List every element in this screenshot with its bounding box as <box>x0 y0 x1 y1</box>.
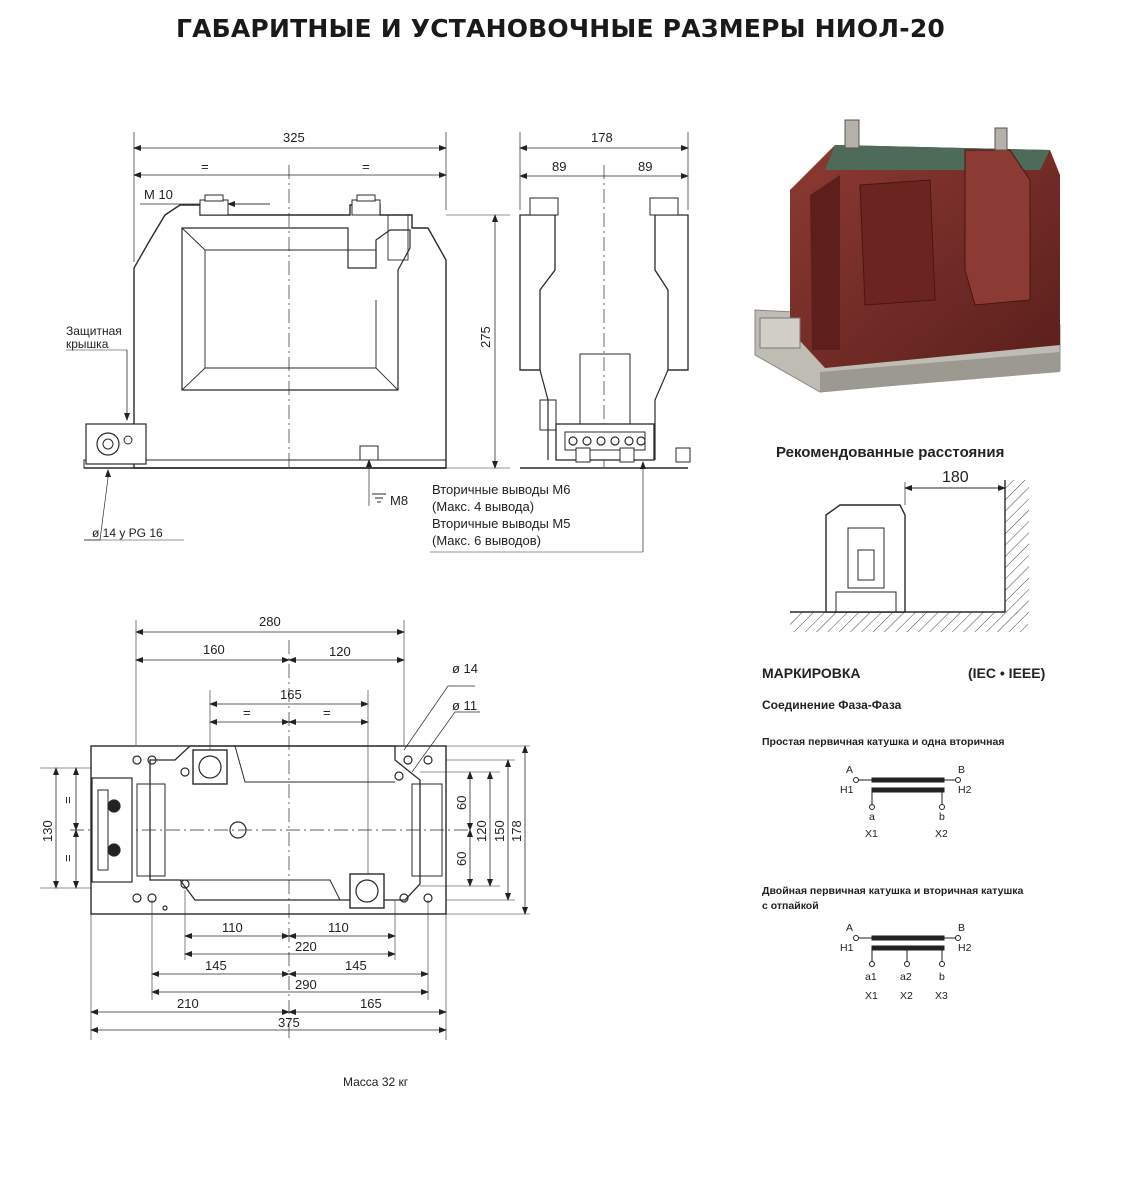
dim-60-bottom: 60 <box>454 852 469 866</box>
d2-X1: X1 <box>865 990 878 1002</box>
dim-eq-plan-right: = <box>323 705 331 720</box>
diagram2-title-1: Двойная первичная катушка и вторичная ка… <box>762 885 1023 897</box>
dim-275: 275 <box>478 326 493 348</box>
dim-375: 375 <box>278 1015 300 1030</box>
dim-89-left: 89 <box>552 159 566 174</box>
dim-120-top: 120 <box>329 644 351 659</box>
label-m10: M 10 <box>144 187 173 202</box>
diagram1-title: Простая первичная катушка и одна вторичн… <box>762 736 1004 748</box>
dim-130: 130 <box>40 820 55 842</box>
dim-145-left: 145 <box>205 958 227 973</box>
label-secondary-m6: Вторичные выводы М6 <box>432 482 570 497</box>
marking-diagram-2-labels: A B H1 H2 a1 a2 b X1 X2 X3 <box>840 922 972 1002</box>
d1-B: B <box>958 764 965 776</box>
d2-a1: a1 <box>865 971 877 983</box>
front-view-labels: 325 = = M 10 Защитная крышка M8 ø 14 y P… <box>66 130 493 540</box>
d1-A: A <box>846 764 853 776</box>
label-m8: M8 <box>390 493 408 508</box>
label-secondary-m5: Вторичные выводы М5 <box>432 516 570 531</box>
marking-standards: (IEC • IEEE) <box>968 665 1045 681</box>
dim-165-bottom: 165 <box>360 996 382 1011</box>
label-hole-11: ø 11 <box>452 698 477 713</box>
dim-110-right: 110 <box>328 920 349 935</box>
side-view-labels: 178 89 89 Вторичные выводы М6 (Макс. 4 в… <box>432 130 652 548</box>
dim-165-top: 165 <box>280 687 302 702</box>
dim-eq-left-bottom: = <box>60 854 75 862</box>
dim-110-left: 110 <box>222 920 243 935</box>
d2-H1: H1 <box>840 942 854 954</box>
dim-210: 210 <box>177 996 199 1011</box>
dim-180: 180 <box>942 469 969 486</box>
dim-eq-right: = <box>362 159 370 174</box>
d2-B: B <box>958 922 965 934</box>
d2-H2: H2 <box>958 942 972 954</box>
d2-a2: a2 <box>900 971 912 983</box>
d1-a: a <box>869 811 875 823</box>
marking-diagram-1 <box>853 777 961 810</box>
d2-X2: X2 <box>900 990 913 1002</box>
dim-325: 325 <box>283 130 305 145</box>
label-secondary-m5-note: (Макс. 6 выводов) <box>432 533 541 548</box>
page-title: ГАБАРИТНЫЕ И УСТАНОВОЧНЫЕ РАЗМЕРЫ НИОЛ-2… <box>175 14 946 43</box>
recommended-distance <box>790 480 1029 632</box>
dim-120-right: 120 <box>474 820 489 842</box>
marking-heading: МАРКИРОВКА <box>762 665 861 681</box>
plan-view-labels: 280 160 120 165 = = ø 14 ø 11 130 = = 60… <box>40 614 524 1089</box>
marking-diagram-1-labels: A B H1 H2 a b X1 X2 <box>840 764 972 840</box>
front-view <box>66 132 510 541</box>
label-hole-14: ø 14 <box>452 661 478 676</box>
plan-view <box>40 620 530 1040</box>
dim-60-top: 60 <box>454 796 469 810</box>
transformer-photo <box>754 119 1061 393</box>
dim-150: 150 <box>492 820 507 842</box>
dim-178-right: 178 <box>509 820 524 842</box>
side-view <box>430 132 691 553</box>
dim-220: 220 <box>295 939 317 954</box>
label-cover-2: крышка <box>66 337 109 351</box>
d1-b: b <box>939 811 945 823</box>
d1-H2: H2 <box>958 784 972 796</box>
recommended-heading: Рекомендованные расстояния <box>776 444 1004 461</box>
d2-b: b <box>939 971 945 983</box>
d1-X2: X2 <box>935 828 948 840</box>
marking-section: МАРКИРОВКА (IEC • IEEE) Соединение Фаза-… <box>762 665 1045 912</box>
dim-178-top: 178 <box>591 130 613 145</box>
dim-eq-plan-left: = <box>243 705 251 720</box>
label-secondary-m6-note: (Макс. 4 вывода) <box>432 499 534 514</box>
marking-diagram-2 <box>853 935 961 967</box>
label-gland: ø 14 y PG 16 <box>92 526 163 540</box>
dim-eq-left: = <box>201 159 209 174</box>
marking-connection: Соединение Фаза-Фаза <box>762 698 902 712</box>
label-mass: Масса 32 кг <box>343 1075 409 1089</box>
dim-89-right: 89 <box>638 159 652 174</box>
dim-280: 280 <box>259 614 281 629</box>
dim-eq-left-top: = <box>60 796 75 804</box>
d1-X1: X1 <box>865 828 878 840</box>
d2-A: A <box>846 922 853 934</box>
label-cover-1: Защитная <box>66 324 122 338</box>
dim-290: 290 <box>295 977 317 992</box>
d1-H1: H1 <box>840 784 854 796</box>
dim-145-right: 145 <box>345 958 367 973</box>
d2-X3: X3 <box>935 990 948 1002</box>
diagram2-title-2: с отпайкой <box>762 900 819 912</box>
dim-160: 160 <box>203 642 225 657</box>
